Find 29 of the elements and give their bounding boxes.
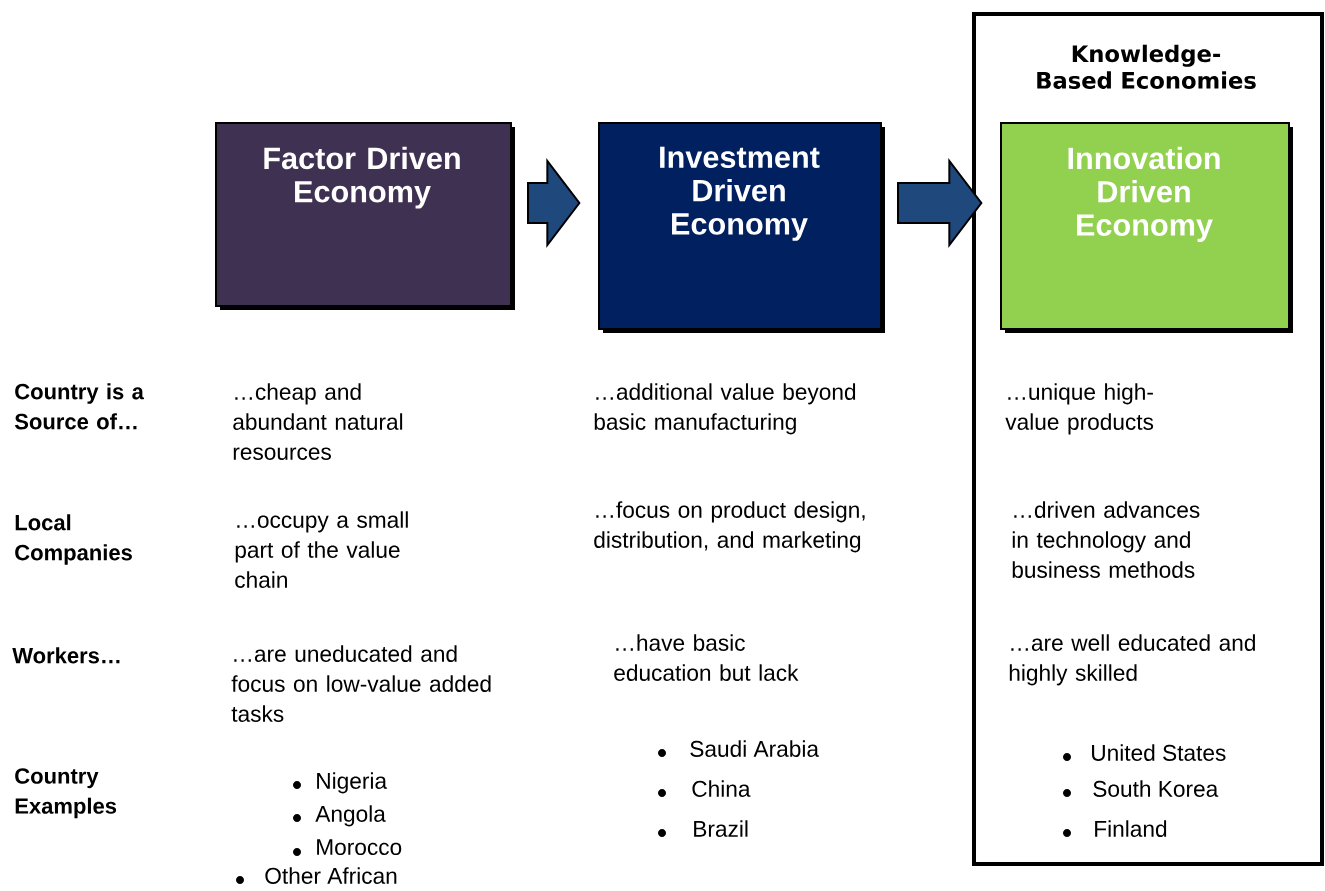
- list-item: Morocco: [317, 839, 402, 856]
- group-heading: Knowledge-Based Economies: [1037, 44, 1256, 89]
- row-header: Country is a Source of…: [14, 383, 144, 430]
- list-item: China: [692, 780, 751, 797]
- row-header: Local Companies: [15, 514, 132, 565]
- description-text: …have basic education but lack: [614, 634, 799, 681]
- list-item: South Korea: [1093, 780, 1219, 797]
- list-item: Other African: [265, 867, 397, 884]
- description-text: …additional value beyond basic manufacturing: [594, 383, 856, 435]
- description-text: …focus on product design, distribution, and marketing: [594, 501, 865, 553]
- block-arrow: [527, 158, 581, 248]
- description-text: …are well educated and highly skilled: [1009, 634, 1255, 686]
- description-text: …are uneducated and focus on low-value added tasks: [231, 645, 491, 722]
- stage-box: Innovation Driven Economy: [1000, 122, 1293, 333]
- row-header: Workers…: [12, 647, 120, 664]
- block-arrow: [897, 158, 983, 248]
- stage-box: Factor Driven Economy: [215, 122, 515, 310]
- row-header: Country Examples: [15, 768, 117, 819]
- description-text: …driven advances in technology and business methods: [1012, 501, 1200, 578]
- list-item: Brazil: [694, 820, 748, 837]
- description-text: …cheap and abundant natural resources: [233, 383, 403, 460]
- list-item: Saudi Arabia: [690, 740, 819, 757]
- list-item: United States: [1092, 744, 1226, 761]
- list-item: Finland: [1095, 820, 1167, 837]
- description-text: …occupy a small part of the value chain: [235, 511, 408, 588]
- description-text: …unique high-value products: [1005, 383, 1154, 435]
- stage-box: Investment Driven Economy: [598, 122, 885, 333]
- list-item: Angola: [315, 805, 386, 827]
- list-item: Nigeria: [317, 772, 388, 794]
